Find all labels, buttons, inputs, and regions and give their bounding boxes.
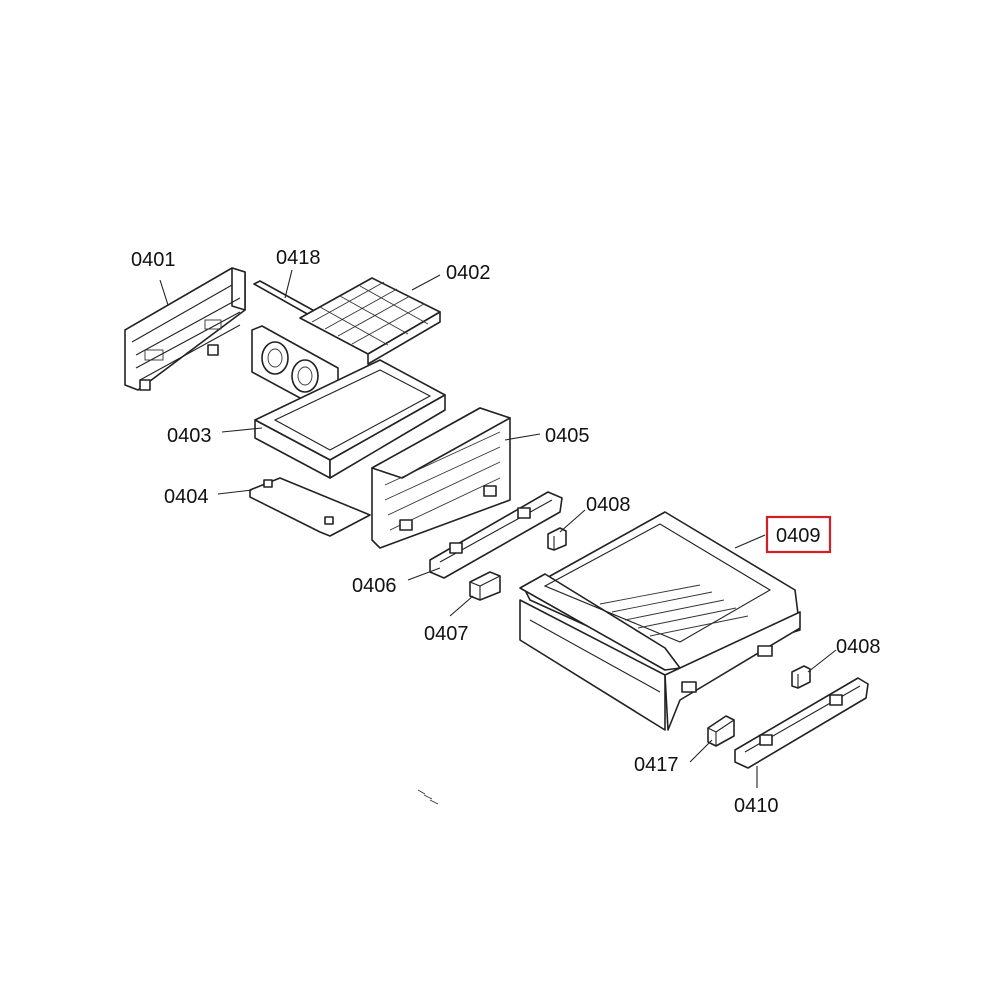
callout-0401: 0401 [131,249,176,271]
part-0407-clip [469,571,501,601]
part-0408-latch-upper [547,527,567,551]
callout-0409: 0409 [776,525,821,547]
part-0417-bracket [707,715,735,747]
part-0409-drawer [519,511,801,731]
callout-0404: 0404 [164,486,209,508]
callout-0410: 0410 [734,795,779,817]
callout-0403: 0403 [167,425,212,447]
highlight-box-0409 [765,515,832,554]
callout-0408-upper: 0408 [586,494,631,516]
callout-0418: 0418 [276,247,321,269]
callout-0406: 0406 [352,575,397,597]
part-0408-latch-lower [791,665,811,689]
part-0406-slide-rail [429,491,563,579]
callout-0417: 0417 [634,754,679,776]
callout-0408-lower: 0408 [836,636,881,658]
stray-marks [417,789,439,805]
callout-labels: 0401 0418 0402 0403 0405 0404 0408 0409 … [131,247,881,817]
callout-0407: 0407 [424,623,469,645]
part-0403-ice-bin [254,359,446,479]
callout-0402: 0402 [446,262,491,284]
leader-lines [159,269,837,788]
part-0404-plate [249,477,371,537]
part-0410-slide-rail [734,677,869,769]
part-0401-rear-panel [124,267,246,391]
part-0405-carrier [371,407,511,549]
callout-0405: 0405 [545,425,590,447]
